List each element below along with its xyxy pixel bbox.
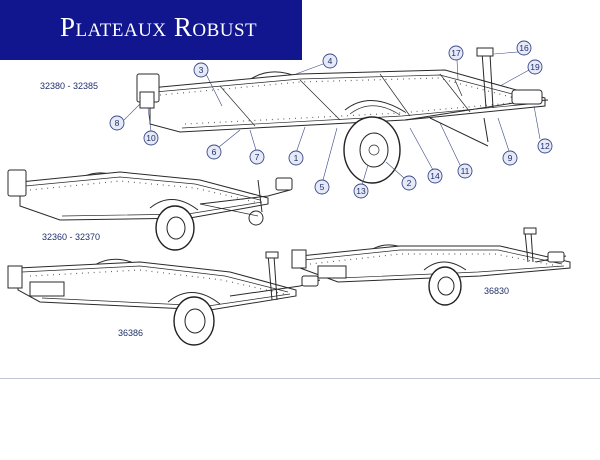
page-title: Plateaux Robust xyxy=(60,12,258,42)
callout-1: 1 xyxy=(294,153,299,163)
callout-5: 5 xyxy=(320,182,325,192)
trailer-36386 xyxy=(7,251,321,346)
model-label-bottom-left: 36386 xyxy=(118,328,143,338)
callout-3: 3 xyxy=(199,65,204,75)
callout-group-top: 1 2 3 4 5 6 7 8 9 xyxy=(109,40,553,199)
trailer-main-exploded: 1 2 3 4 5 6 7 8 9 xyxy=(109,40,553,199)
callout-16: 16 xyxy=(519,43,529,53)
callout-19: 19 xyxy=(530,62,540,72)
callout-13: 13 xyxy=(356,186,366,196)
callout-8: 8 xyxy=(115,118,120,128)
model-label-top: 32380 - 32385 xyxy=(40,81,98,91)
callout-7: 7 xyxy=(255,152,260,162)
callout-4: 4 xyxy=(328,56,333,66)
callout-17: 17 xyxy=(451,48,461,58)
callout-10: 10 xyxy=(146,133,156,143)
title-banner: Plateaux Robust xyxy=(0,0,302,60)
callout-2: 2 xyxy=(407,178,412,188)
section-divider xyxy=(0,378,600,379)
callout-12: 12 xyxy=(540,141,550,151)
trailer-32360 xyxy=(7,169,293,251)
trailer-36830 xyxy=(291,227,571,306)
model-label-middle-left: 32360 - 32370 xyxy=(42,232,100,242)
callout-14: 14 xyxy=(430,171,440,181)
callout-9: 9 xyxy=(508,153,513,163)
model-label-bottom-right: 36830 xyxy=(484,286,509,296)
callout-11: 11 xyxy=(461,166,470,176)
callout-6: 6 xyxy=(212,147,217,157)
